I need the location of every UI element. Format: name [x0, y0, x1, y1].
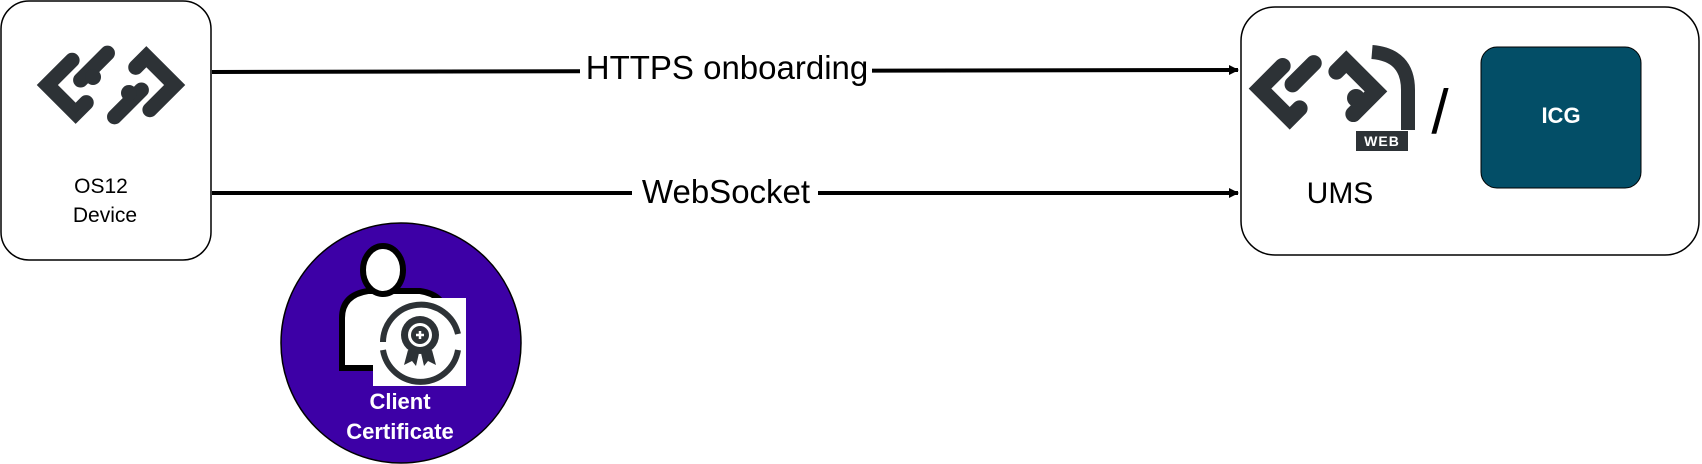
certificate-label-line2: Certificate [346, 419, 454, 444]
user-certificate-icon [339, 243, 466, 386]
icg-label: ICG [1541, 103, 1580, 128]
ums-label: UMS [1307, 177, 1374, 210]
https-onboarding-label: HTTPS onboarding [586, 49, 868, 86]
ums-server-node: WEB / UMS ICG [1240, 6, 1700, 256]
separator-slash: / [1431, 78, 1449, 147]
device-label-line1: OS12 [74, 175, 128, 198]
device-label-line2: Device [73, 204, 137, 227]
certificate-label-line1: Client [369, 389, 431, 414]
icg-node: ICG [1480, 46, 1642, 189]
client-certificate-node: Client Certificate [280, 222, 522, 464]
websocket-connector: WebSocket [212, 173, 1239, 210]
web-badge-text: WEB [1364, 133, 1400, 149]
https-onboarding-connector: HTTPS onboarding [211, 49, 1239, 86]
os12-logo-icon [36, 45, 186, 125]
websocket-label: WebSocket [642, 173, 810, 210]
ums-web-logo-icon: WEB [1248, 45, 1415, 151]
os12-device-node: OS12 Device [0, 0, 212, 261]
